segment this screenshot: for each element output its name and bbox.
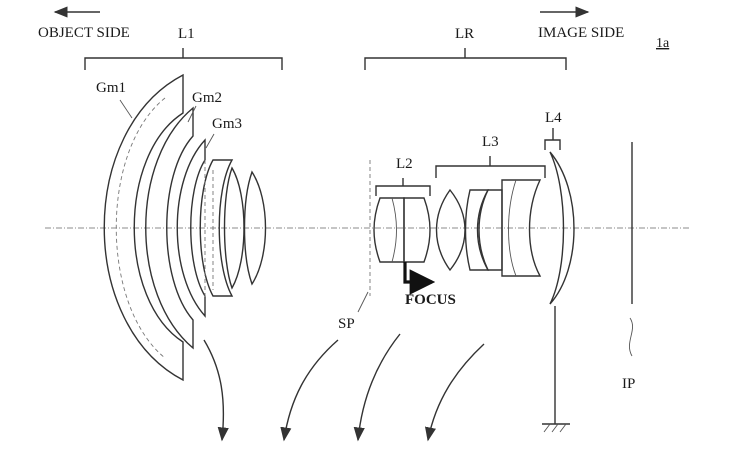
gm1-lens [103, 73, 184, 382]
focus-arrow [403, 262, 436, 295]
object-side-label: OBJECT SIDE [38, 25, 130, 41]
l3-bracket [435, 165, 546, 178]
l3-lens-a [435, 188, 466, 272]
l2-bracket [375, 185, 431, 196]
l1-rear-lens-c [243, 170, 267, 286]
sp-label: SP [338, 316, 355, 332]
trajectory-l3 [424, 343, 485, 442]
ip-label: IP [622, 376, 635, 392]
gm2-label: Gm2 [192, 90, 222, 106]
gm3-label: Gm3 [212, 116, 242, 132]
l3-lens-d [501, 179, 542, 277]
gm2-lens [145, 106, 194, 350]
l2-lens-b [403, 197, 431, 263]
l2-label: L2 [396, 156, 413, 172]
l1-bracket [84, 57, 283, 70]
l1-label: L1 [178, 26, 195, 42]
gm1-label: Gm1 [96, 80, 126, 96]
image-side-label: IMAGE SIDE [538, 25, 624, 41]
l4-label: L4 [545, 110, 562, 126]
trajectory-l2 [353, 333, 401, 442]
l3-lens-c [478, 189, 503, 271]
l4-bracket [544, 139, 561, 150]
trajectory-sp [280, 339, 339, 442]
focus-label: FOCUS [405, 292, 456, 308]
l1-rear-lens-b [223, 166, 245, 290]
gm3-lens [176, 138, 206, 318]
l4-lens [549, 151, 575, 305]
lr-bracket [364, 57, 567, 70]
figure-id-label: 1a [656, 36, 670, 51]
trajectory-l1 [203, 339, 229, 442]
l2-lens-a [373, 197, 405, 263]
l1-rear-lens-a [199, 159, 234, 297]
l3-lens-b [464, 189, 490, 271]
lr-label: LR [455, 26, 474, 42]
l3-label: L3 [482, 134, 499, 150]
